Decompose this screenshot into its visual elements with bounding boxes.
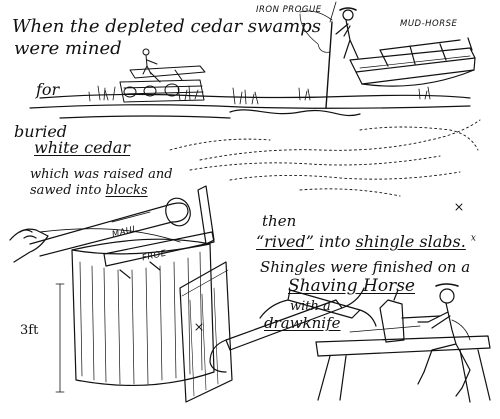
- caption-shingle-slabs: shingle slabs.: [355, 232, 466, 251]
- caption-asterisk: x: [470, 233, 476, 244]
- caption-rived-line: “rived” into shingle slabs. x: [256, 234, 476, 250]
- progue-leader: [299, 10, 333, 21]
- label-mud-horse: MUD-HORSE: [400, 19, 458, 29]
- seated-craftsman: [417, 283, 471, 397]
- caption-white-cedar: white cedar: [34, 138, 130, 157]
- caption-drawknife: drawknife: [264, 314, 341, 332]
- mark-x-1: [455, 203, 463, 211]
- label-iron-progue: IRON PROGUE: [256, 5, 322, 15]
- mud-horse-sled: [349, 37, 476, 87]
- drawknife-tool: [209, 287, 377, 373]
- swamp-ground: [29, 85, 471, 119]
- hand-with-maul: [9, 197, 191, 263]
- caption-sawed-into: sawed into: [30, 183, 102, 198]
- caption-raised-2: sawed into blocks: [30, 184, 148, 197]
- caption-into: into: [318, 232, 351, 251]
- caption-with-a: with a: [290, 299, 331, 314]
- shaving-horse: [315, 289, 491, 403]
- flow-arrow: [39, 228, 181, 243]
- cedar-block: [55, 238, 215, 393]
- caption-buried: buried: [14, 122, 68, 141]
- distant-worker: [129, 48, 206, 83]
- caption-raised-1: which was raised and: [30, 167, 173, 182]
- dotted-trail: [169, 119, 481, 197]
- caption-shaving-horse: Shaving Horse: [288, 276, 415, 296]
- probing-worker: [325, 1, 359, 109]
- caption-for: for: [36, 80, 60, 99]
- label-height: 3ft: [20, 323, 39, 338]
- log-pile: [119, 79, 205, 103]
- caption-rived: “rived”: [256, 232, 314, 251]
- mark-x-2: [195, 323, 203, 331]
- caption-finished: Shingles were finished on a: [260, 258, 471, 276]
- caption-blocks: blocks: [105, 183, 148, 198]
- caption-line2: were mined: [14, 38, 122, 59]
- caption-then: then: [262, 212, 297, 230]
- shingle-slab: [179, 261, 233, 403]
- caption-line1: When the depleted cedar swamps: [12, 16, 322, 37]
